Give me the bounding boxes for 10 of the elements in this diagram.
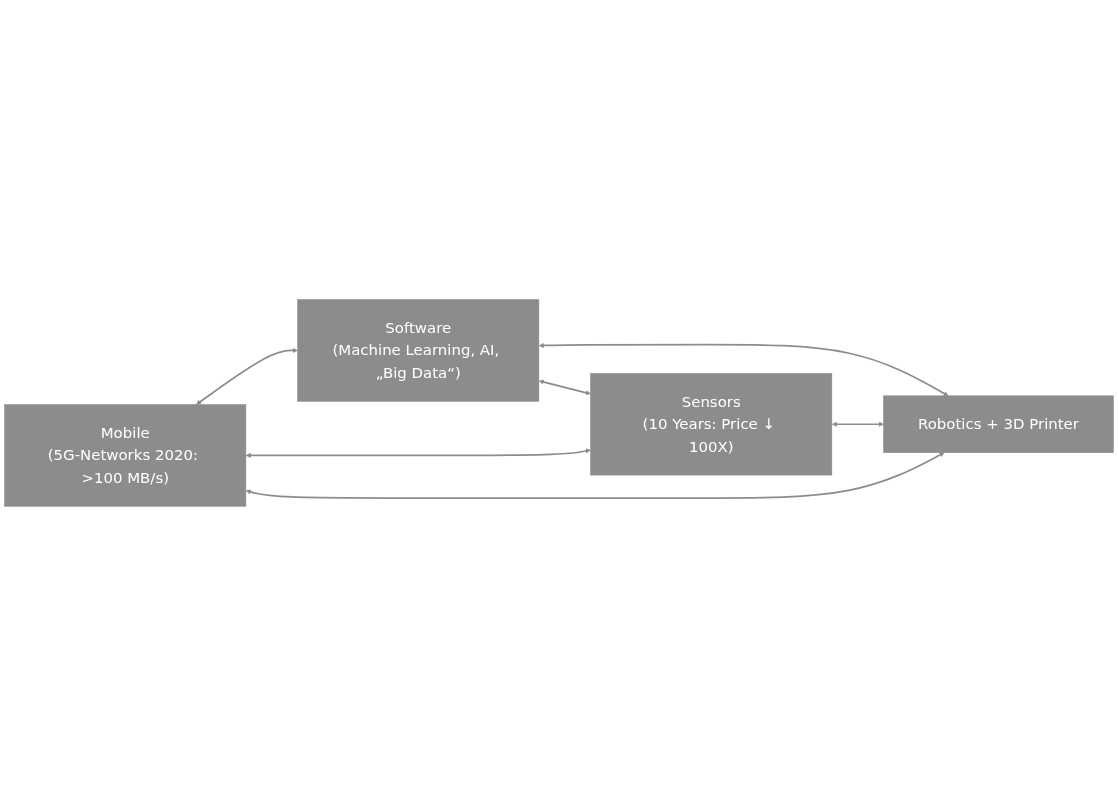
arrow [245,452,945,499]
arrow [245,447,591,458]
node-box: Robotics + 3D Printer [883,395,1114,453]
arrow [538,379,591,395]
arrow [196,347,298,405]
arrow [831,421,884,427]
arrow [538,342,949,396]
node-box: Software (Machine Learning, AI, „Big Data“) [297,298,540,402]
node-box: Sensors (10 Years: Price ↓ 100X) [590,372,833,475]
node-box: Mobile (5G-Networks 2020: >100 MB/s) [4,403,247,507]
